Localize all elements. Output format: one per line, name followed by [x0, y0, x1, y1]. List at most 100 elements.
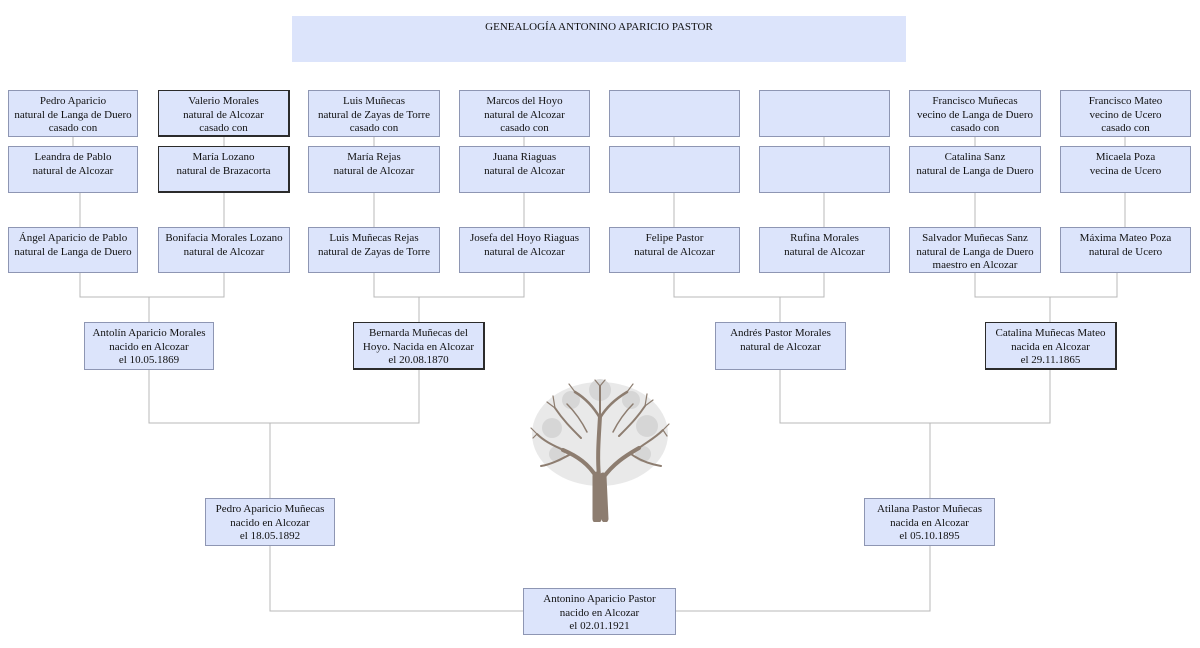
- person-box-gen1-7[interactable]: Francisco Muñecas vecino de Langa de Due…: [909, 90, 1041, 137]
- person-detail: Hoyo. Nacida en Alcozar: [362, 340, 475, 353]
- person-detail: el 20.08.1870: [388, 354, 449, 366]
- person-detail: vecina de Ucero: [1089, 164, 1162, 177]
- person-box-gen2-7[interactable]: Catalina Sanz natural de Langa de Duero: [909, 146, 1041, 193]
- person-box-gen1-2[interactable]: Valerio Morales natural de Alcozar casad…: [158, 90, 290, 137]
- person-detail: casado con: [950, 122, 1000, 134]
- person-name: Francisco Mateo: [1088, 95, 1163, 107]
- person-box-gen3-8[interactable]: Máxima Mateo Poza natural de Ucero: [1060, 227, 1191, 273]
- person-name: Salvador Muñecas Sanz: [922, 232, 1028, 244]
- person-name: María Rejas: [347, 151, 401, 163]
- person-detail: el 18.05.1892: [239, 530, 301, 542]
- person-name: Máxima Mateo Poza: [1079, 232, 1172, 244]
- person-detail: natural de Brazacorta: [176, 164, 271, 177]
- person-detail: el 10.05.1869: [118, 354, 180, 366]
- person-box-gen2-3[interactable]: María Rejas natural de Alcozar: [308, 146, 440, 193]
- person-box-gen3-4[interactable]: Josefa del Hoyo Riaguas natural de Alcoz…: [459, 227, 590, 273]
- person-box-gen1-5[interactable]: [609, 90, 740, 137]
- person-detail: natural de Alcozar: [32, 164, 114, 177]
- person-name: Catalina Muñecas Mateo: [995, 327, 1106, 339]
- person-detail: natural de Alcozar: [740, 340, 821, 353]
- tree-icon: [530, 379, 670, 522]
- person-box-gen1-4[interactable]: Marcos del Hoyo natural de Alcozar casad…: [459, 90, 590, 137]
- person-detail: el 29.11.1865: [1020, 354, 1081, 366]
- person-detail: natural de Langa de Duero: [14, 108, 132, 121]
- person-name: Bonifacia Morales Lozano: [165, 232, 283, 244]
- person-box-gen2-8[interactable]: Micaela Poza vecina de Ucero: [1060, 146, 1191, 193]
- person-box-father[interactable]: Pedro Aparicio Muñecas nacido en Alcozar…: [205, 498, 335, 546]
- person-detail: nacido en Alcozar: [109, 340, 189, 353]
- person-name: Luis Muñecas Rejas: [329, 232, 419, 244]
- person-detail: el 05.10.1895: [899, 530, 960, 542]
- person-box-gen3-7[interactable]: Salvador Muñecas Sanz natural de Langa d…: [909, 227, 1041, 273]
- person-detail: natural de Langa de Duero: [916, 245, 1034, 258]
- person-name: Catalina Sanz: [944, 151, 1006, 163]
- person-box-gen2-2[interactable]: María Lozano natural de Brazacorta: [158, 146, 290, 193]
- person-detail: natural de Zayas de Torre: [317, 108, 431, 121]
- person-detail: casado con: [48, 122, 98, 134]
- person-detail: natural de Alcozar: [784, 245, 865, 258]
- person-detail: nacido en Alcozar: [559, 606, 640, 619]
- person-box-gen1-8[interactable]: Francisco Mateo vecino de Ucero casado c…: [1060, 90, 1191, 137]
- page-title-text: GENEALOGÍA ANTONINO APARICIO PASTOR: [485, 21, 713, 33]
- person-detail: natural de Alcozar: [183, 245, 265, 258]
- person-box-gen4-1[interactable]: Antolín Aparicio Morales nacido en Alcoz…: [84, 322, 214, 370]
- person-box-gen1-6[interactable]: [759, 90, 890, 137]
- person-box-gen2-6[interactable]: [759, 146, 890, 193]
- person-detail: natural de Langa de Duero: [14, 245, 132, 258]
- person-box-gen4-3[interactable]: Andrés Pastor Morales natural de Alcozar: [715, 322, 846, 370]
- person-box-gen2-1[interactable]: Leandra de Pablo natural de Alcozar: [8, 146, 138, 193]
- person-name: Luis Muñecas: [342, 95, 405, 107]
- person-detail: natural de Alcozar: [484, 108, 565, 121]
- person-detail: casado con: [199, 122, 248, 134]
- person-box-gen3-1[interactable]: Ángel Aparicio de Pablo natural de Langa…: [8, 227, 138, 273]
- person-name: Francisco Muñecas: [932, 95, 1018, 107]
- person-name: Rufina Morales: [790, 232, 859, 244]
- person-detail: nacida en Alcozar: [890, 516, 969, 529]
- person-box-gen2-5[interactable]: [609, 146, 740, 193]
- person-name: Pedro Aparicio Muñecas: [215, 503, 325, 515]
- person-detail: nacido en Alcozar: [230, 516, 310, 529]
- person-detail: casado con: [500, 122, 549, 134]
- person-detail: vecino de Langa de Duero: [916, 108, 1034, 121]
- person-box-gen4-4[interactable]: Catalina Muñecas Mateo nacida en Alcozar…: [985, 322, 1117, 370]
- person-detail: casado con: [349, 122, 399, 134]
- person-box-mother[interactable]: Atilana Pastor Muñecas nacida en Alcozar…: [864, 498, 995, 546]
- person-box-gen1-1[interactable]: Pedro Aparicio natural de Langa de Duero…: [8, 90, 138, 137]
- person-name: Ángel Aparicio de Pablo: [18, 232, 128, 244]
- person-box-gen1-3[interactable]: Luis Muñecas natural de Zayas de Torre c…: [308, 90, 440, 137]
- person-detail: natural de Alcozar: [484, 245, 565, 258]
- person-box-gen3-2[interactable]: Bonifacia Morales Lozano natural de Alco…: [158, 227, 290, 273]
- person-detail: maestro en Alcozar: [932, 259, 1018, 271]
- person-box-gen2-4[interactable]: Juana Riaguas natural de Alcozar: [459, 146, 590, 193]
- person-box-gen4-2[interactable]: Bernarda Muñecas del Hoyo. Nacida en Alc…: [353, 322, 485, 370]
- person-box-gen3-3[interactable]: Luis Muñecas Rejas natural de Zayas de T…: [308, 227, 440, 273]
- person-name: Josefa del Hoyo Riaguas: [469, 232, 580, 244]
- person-name: Antolín Aparicio Morales: [92, 327, 206, 339]
- person-detail: natural de Alcozar: [634, 245, 715, 258]
- person-name: Juana Riaguas: [492, 151, 557, 163]
- person-detail: natural de Alcozar: [183, 108, 264, 121]
- person-detail: nacida en Alcozar: [1011, 340, 1090, 353]
- person-name: Andrés Pastor Morales: [730, 327, 831, 339]
- person-detail: natural de Langa de Duero: [916, 164, 1034, 177]
- page-title: GENEALOGÍA ANTONINO APARICIO PASTOR: [292, 16, 906, 62]
- person-detail: el 02.01.1921: [569, 620, 630, 632]
- person-detail: casado con: [1101, 122, 1150, 134]
- person-box-gen3-5[interactable]: Felipe Pastor natural de Alcozar: [609, 227, 740, 273]
- person-box-root[interactable]: Antonino Aparicio Pastor nacido en Alcoz…: [523, 588, 676, 635]
- person-name: Marcos del Hoyo: [486, 95, 563, 107]
- person-name: Atilana Pastor Muñecas: [876, 503, 983, 515]
- person-detail: vecino de Ucero: [1089, 108, 1162, 121]
- person-box-gen3-6[interactable]: Rufina Morales natural de Alcozar: [759, 227, 890, 273]
- person-name: Leandra de Pablo: [34, 151, 112, 163]
- person-name: Bernarda Muñecas del: [369, 327, 468, 339]
- person-name: Pedro Aparicio: [39, 95, 107, 107]
- person-name: Felipe Pastor: [645, 232, 704, 244]
- person-detail: natural de Alcozar: [484, 164, 565, 177]
- person-name: Valerio Morales: [188, 95, 259, 107]
- person-name: Micaela Poza: [1095, 151, 1156, 163]
- person-detail: natural de Zayas de Torre: [317, 245, 431, 258]
- person-name: Antonino Aparicio Pastor: [543, 593, 656, 605]
- person-detail: natural de Alcozar: [333, 164, 415, 177]
